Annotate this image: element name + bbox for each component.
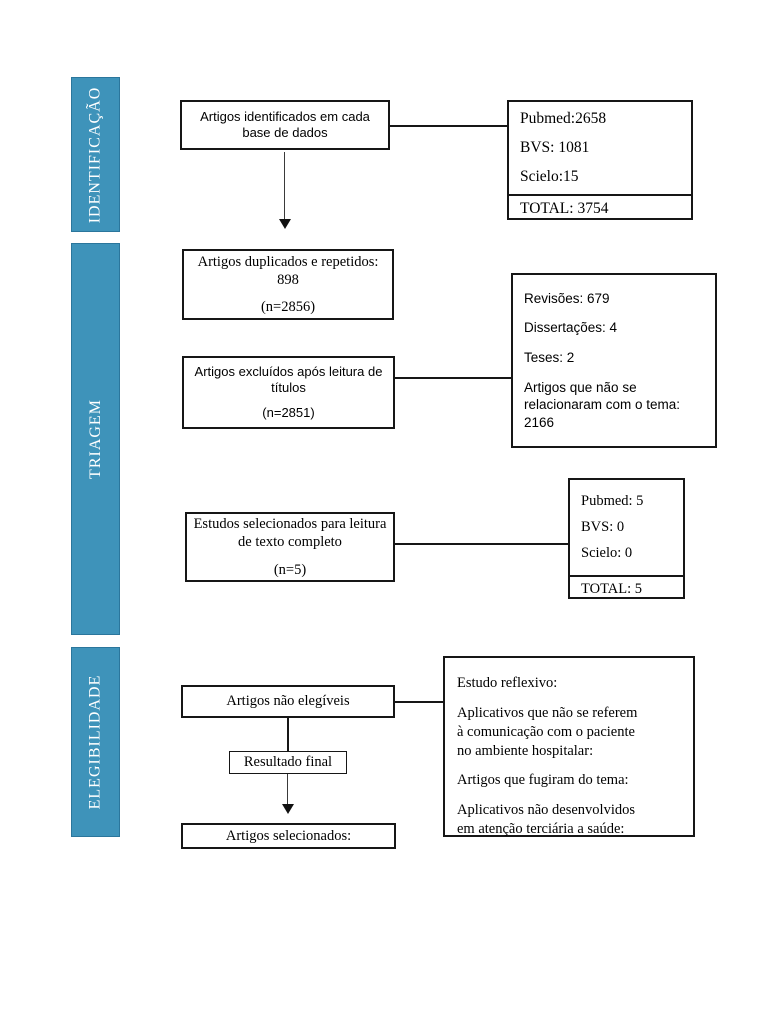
eligibility-reason-tertiary: Aplicativos não desenvolvidos em atenção…	[457, 802, 636, 838]
box-duplicates-text: Artigos duplicados e repetidos: 898	[197, 253, 379, 288]
connector-selected-to-counts	[394, 543, 568, 545]
arrow-line-result-to-selected	[287, 774, 288, 805]
count-scielo-initial: Scielo:15	[520, 168, 579, 185]
box-duplicates: Artigos duplicados e repetidos: 898 (n=2…	[182, 249, 394, 320]
box-selected-fulltext-n: (n=5)	[273, 561, 307, 578]
eligibility-reason-reflexive: Estudo reflexivo:	[457, 675, 558, 691]
box-database-counts-initial: Pubmed:2658 BVS: 1081 Scielo:15 TOTAL: 3…	[507, 100, 693, 220]
connector-noteligible-to-reasons	[394, 701, 443, 703]
arrow-line-identified-to-duplicates	[284, 152, 285, 220]
box-selected-fulltext-text: Estudos selecionados para leitura de tex…	[193, 516, 387, 551]
box-final-result-text: Resultado final	[243, 754, 333, 771]
reason-theses: Teses: 2	[524, 349, 575, 365]
box-selected-articles: Artigos selecionados:	[181, 823, 396, 849]
connector-identified-to-counts	[389, 125, 508, 127]
count-pubmed-final: Pubmed: 5	[581, 493, 644, 509]
box-excluded-titles-text: Artigos excluídos após leitura de título…	[194, 363, 383, 395]
reason-unrelated: Artigos que não se relacionaram com o te…	[524, 379, 681, 430]
box-not-eligible: Artigos não elegíveis	[181, 685, 395, 718]
phase-bar-screening: TRIAGEM	[71, 243, 120, 635]
reason-dissertations: Dissertações: 4	[524, 320, 618, 336]
box-selected-articles-text: Artigos selecionados:	[225, 827, 352, 844]
phase-label-identification: IDENTIFICAÇÃO	[86, 86, 104, 223]
count-scielo-final: Scielo: 0	[581, 545, 633, 561]
count-total-initial: TOTAL: 3754	[520, 200, 609, 217]
count-pubmed-initial: Pubmed:2658	[520, 110, 607, 127]
phase-bar-identification: IDENTIFICAÇÃO	[71, 77, 120, 232]
box-exclusion-reasons: Revisões: 679 Dissertações: 4 Teses: 2 A…	[511, 273, 717, 448]
count-bvs-initial: BVS: 1081	[520, 139, 590, 156]
connector-excluded-to-reasons	[394, 377, 511, 379]
reason-reviews: Revisões: 679	[524, 290, 610, 306]
box-articles-identified: Artigos identificados em cada base de da…	[180, 100, 390, 150]
phase-label-eligibility: ELEGIBILIDADE	[86, 674, 104, 810]
phase-label-screening: TRIAGEM	[86, 399, 104, 479]
box-final-result: Resultado final	[229, 751, 347, 774]
eligibility-reason-offtopic: Artigos que fugiram do tema:	[457, 772, 629, 789]
box-excluded-titles-n: (n=2851)	[262, 405, 315, 421]
count-total-final: TOTAL: 5	[581, 580, 642, 597]
arrow-down-icon	[279, 219, 291, 229]
box-eligibility-reasons: Estudo reflexivo: Aplicativos que não se…	[443, 656, 695, 837]
box-selected-fulltext: Estudos selecionados para leitura de tex…	[185, 512, 395, 582]
phase-bar-eligibility: ELEGIBILIDADE	[71, 647, 120, 837]
box-not-eligible-text: Artigos não elegíveis	[226, 693, 350, 710]
connector-noteligible-to-result	[287, 718, 289, 751]
box-duplicates-n: (n=2856)	[260, 299, 316, 316]
eligibility-reason-communication: Aplicativos que não se referem à comunic…	[457, 704, 638, 759]
box-articles-identified-text: Artigos identificados em cada base de da…	[200, 108, 370, 140]
box-database-counts-final: Pubmed: 5 BVS: 0 Scielo: 0 TOTAL: 5	[568, 478, 685, 599]
count-bvs-final: BVS: 0	[581, 519, 625, 535]
box-excluded-titles: Artigos excluídos após leitura de título…	[182, 356, 395, 429]
arrow-down-icon	[282, 804, 294, 814]
